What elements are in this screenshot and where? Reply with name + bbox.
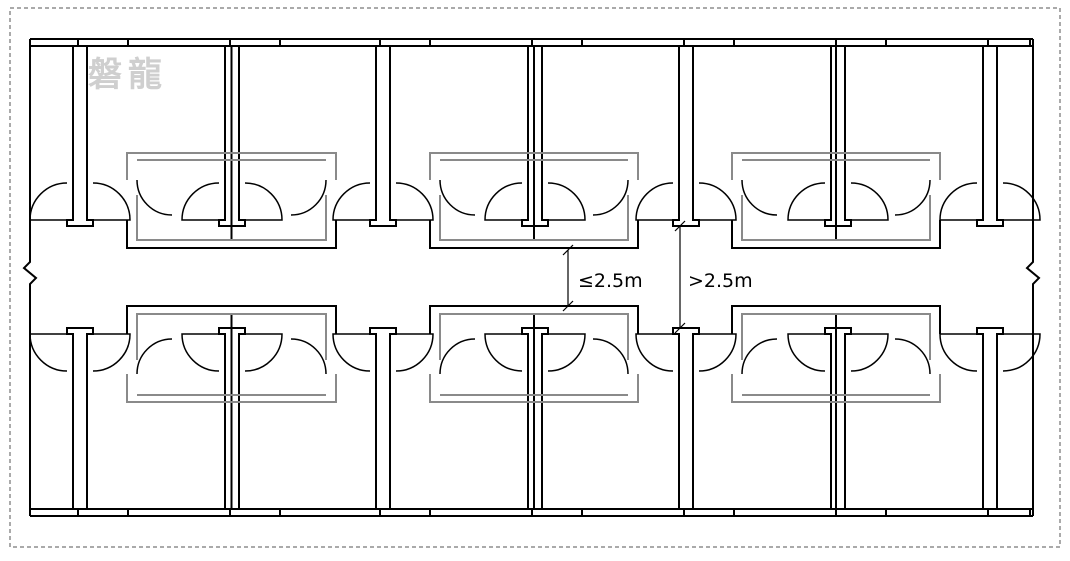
door-swing-bottom-left: [29, 333, 68, 372]
door-swing-top-right: [698, 182, 737, 221]
partition-wall-bottom: [976, 327, 1004, 509]
partition-wall-bottom: [824, 327, 852, 509]
door-swing-top-left: [29, 182, 68, 221]
door-swing-top-right: [547, 182, 586, 221]
inner-unit-bottom: [439, 313, 629, 360]
door-swing-bottom-left: [181, 333, 220, 372]
break-line-left: [22, 39, 38, 516]
pod-door-top-right: [592, 179, 629, 216]
partition-wall-bottom: [672, 327, 700, 509]
drawing-border: [9, 7, 1061, 548]
door-swing-bottom-right: [1002, 333, 1041, 372]
door-swing-top-left: [635, 182, 674, 221]
door-swing-bottom-left: [332, 333, 371, 372]
inner-frame-bottom: [731, 374, 941, 403]
door-swing-top-left: [332, 182, 371, 221]
door-swing-bottom-right: [244, 333, 283, 372]
door-swing-bottom-left: [787, 333, 826, 372]
door-swing-bottom-left: [635, 333, 674, 372]
partition-wall-top: [672, 46, 700, 227]
door-swing-top-left: [787, 182, 826, 221]
wide-corridor-label: >2.5m: [688, 270, 753, 292]
pod-wall-bottom: [429, 305, 639, 334]
inner-unit-top: [741, 195, 931, 241]
dimension-tick-wide-bottom: [674, 322, 686, 334]
watermark-text: 磐龍: [88, 55, 168, 95]
dimension-tick-wide-top: [674, 220, 686, 232]
partition-wall-bottom: [369, 327, 397, 509]
pod-door-top-left: [741, 179, 778, 216]
door-swing-bottom-left: [484, 333, 523, 372]
pod-wall-top: [731, 220, 941, 249]
partition-wall-top: [976, 46, 1004, 227]
inner-frame-top: [731, 152, 941, 180]
inner-unit-bottom: [741, 313, 931, 360]
inner-unit-top: [439, 195, 629, 241]
door-swing-bottom-right: [395, 333, 434, 372]
door-swing-top-right: [850, 182, 889, 221]
partition-wall-top: [369, 46, 397, 227]
inner-frame-top: [429, 152, 639, 180]
pod-wall-top: [126, 220, 337, 249]
door-swing-top-right: [395, 182, 434, 221]
partition-wall-top: [824, 46, 852, 227]
inner-units-layer: [126, 152, 941, 403]
door-swing-bottom-left: [939, 333, 978, 372]
pod-door-bottom-left: [136, 338, 173, 375]
pod-door-bottom-right: [894, 338, 931, 375]
doors-layer: [29, 179, 1041, 375]
inner-frame-top: [126, 152, 337, 180]
door-swing-top-right: [1002, 182, 1041, 221]
pod-door-bottom-right: [290, 338, 327, 375]
dimension-tick-narrow-bottom: [562, 300, 574, 312]
inner-frame-bottom: [126, 374, 337, 403]
dimensions-layer: [562, 220, 686, 334]
walls-layer: [22, 38, 1041, 517]
door-swing-top-left: [484, 182, 523, 221]
door-swing-top-right: [92, 182, 131, 221]
door-swing-top-left: [181, 182, 220, 221]
door-swing-bottom-right: [850, 333, 889, 372]
door-swing-bottom-right: [92, 333, 131, 372]
pod-door-bottom-left: [741, 338, 778, 375]
pod-wall-top: [429, 220, 639, 249]
inner-unit-bottom: [136, 313, 327, 360]
door-swing-top-right: [244, 182, 283, 221]
break-line-right: [1025, 39, 1041, 516]
door-swing-top-left: [939, 182, 978, 221]
pod-door-top-right: [894, 179, 931, 216]
pod-door-bottom-right: [592, 338, 629, 375]
pod-wall-bottom: [126, 305, 337, 334]
inner-frame-bottom: [429, 374, 639, 403]
inner-unit-top: [136, 195, 327, 241]
door-swing-bottom-right: [547, 333, 586, 372]
door-swing-bottom-right: [698, 333, 737, 372]
narrow-corridor-label: ≤2.5m: [578, 270, 643, 292]
pod-door-top-left: [136, 179, 173, 216]
pod-door-bottom-left: [439, 338, 476, 375]
partition-wall-top: [66, 46, 94, 227]
dimension-tick-narrow-top: [562, 244, 574, 256]
pod-wall-bottom: [731, 305, 941, 334]
pod-door-top-right: [290, 179, 327, 216]
pod-door-top-left: [439, 179, 476, 216]
partition-wall-bottom: [66, 327, 94, 509]
